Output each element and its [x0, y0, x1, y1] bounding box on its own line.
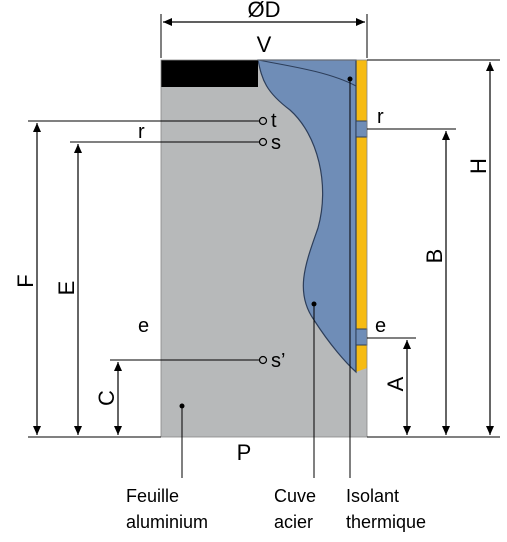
steel-caption-2: acier [274, 512, 313, 532]
insulation-edge [257, 59, 357, 87]
probe-t-label: t [271, 110, 277, 132]
insulation-caption-2: thermique [346, 512, 426, 532]
probe-s-marker [258, 137, 268, 147]
port-upper [355, 120, 368, 138]
a-label: A [383, 376, 408, 391]
steel-tank [257, 59, 357, 374]
probe-s-prime-marker [258, 355, 268, 365]
point-r-right: r [377, 106, 384, 128]
top-cap [161, 60, 258, 87]
e-dim-label: E [54, 281, 79, 296]
aluminium-caption-2: aluminium [126, 512, 208, 532]
port-lower [355, 328, 368, 346]
height-label: H [466, 158, 491, 174]
bottom-connection-label: P [237, 440, 252, 465]
top-connection-label: V [257, 32, 272, 57]
probe-s-prime-label: s’ [271, 350, 285, 372]
c-label: C [94, 390, 119, 406]
steel-caption-1: Cuve [274, 486, 316, 506]
probe-t-marker [258, 116, 268, 126]
aluminium-caption-1: Feuille [126, 486, 179, 506]
point-e-left: e [138, 315, 149, 337]
f-label: F [13, 274, 38, 287]
diameter-label: ØD [248, 0, 281, 22]
insulation-caption-1: Isolant [346, 486, 399, 506]
point-e-right: e [375, 315, 386, 337]
b-label: B [422, 249, 447, 264]
probe-s-label: s [271, 132, 281, 154]
tank-body [160, 59, 368, 438]
point-r-left: r [138, 121, 145, 143]
